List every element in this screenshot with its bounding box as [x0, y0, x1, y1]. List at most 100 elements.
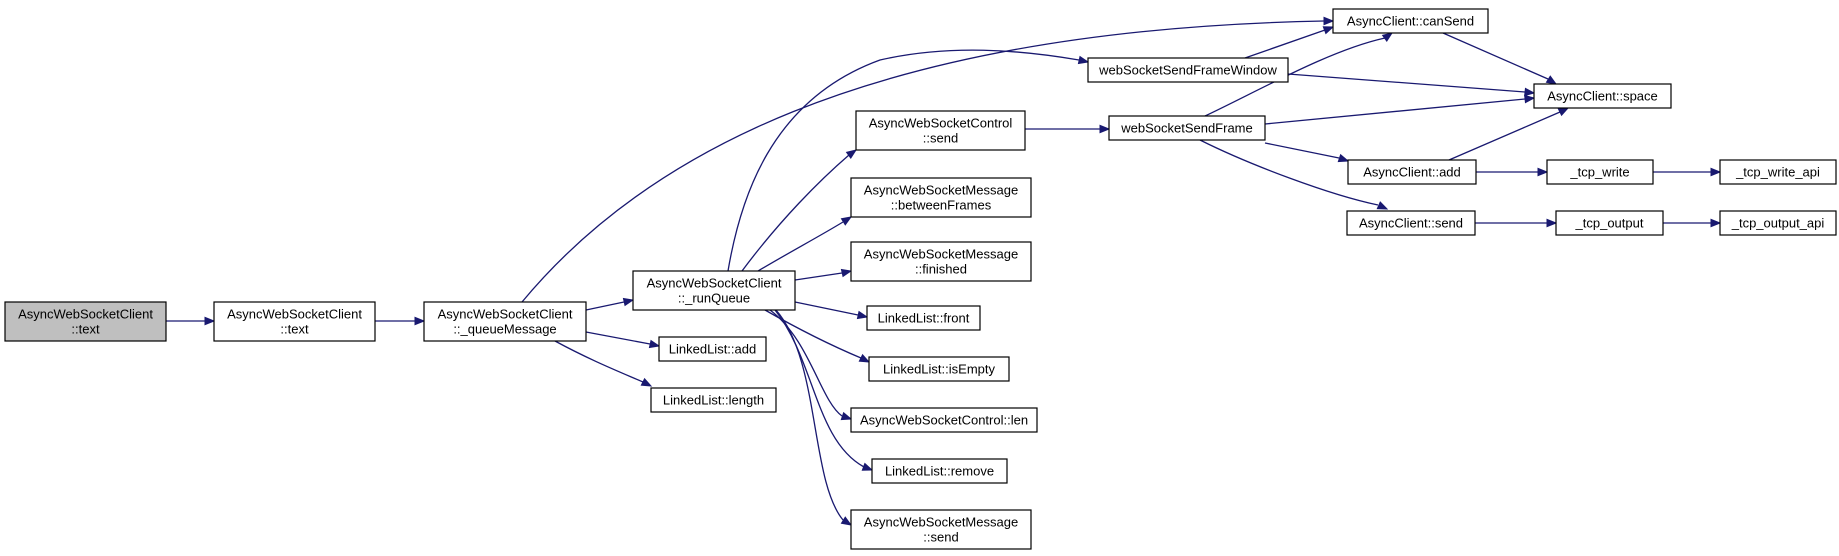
node-sendFrameWindow[interactable]: webSocketSendFrameWindow: [1087, 57, 1289, 83]
node-label-line: webSocketSendFrameWindow: [1098, 63, 1277, 78]
node-label-line: ::text: [71, 322, 100, 337]
node-box: [1332, 8, 1489, 34]
edge-runQueue-to-llRemove: [774, 309, 874, 471]
node-label-line: LinkedList::front: [878, 311, 970, 326]
node-label-line: ::send: [923, 530, 958, 545]
node-box: [1555, 210, 1664, 236]
node-box: [1108, 115, 1266, 141]
edge-acAdd-to-tcpWrite: [1476, 167, 1549, 177]
node-label-line: _tcp_output: [1575, 216, 1644, 231]
edge-queueMessage-to-runQueue: [585, 297, 635, 311]
node-betweenFrames[interactable]: AsyncWebSocketMessage::betweenFrames: [850, 177, 1032, 218]
node-box: [1087, 57, 1289, 83]
edges-layer: [166, 16, 1722, 526]
node-label-line: AsyncWebSocketClient: [18, 307, 153, 322]
node-llAdd[interactable]: LinkedList::add: [658, 336, 767, 362]
node-llRemove[interactable]: LinkedList::remove: [871, 458, 1008, 484]
node-box: [1347, 159, 1477, 185]
node-box: [1546, 159, 1654, 185]
edge-canSend-to-space: [1442, 32, 1558, 85]
node-label-line: AsyncClient::canSend: [1347, 14, 1474, 29]
edge-acAdd-to-space: [1448, 107, 1570, 161]
node-label-line: ::_queueMessage: [453, 322, 556, 337]
node-label-line: AsyncWebSocketClient: [227, 307, 362, 322]
node-box: [658, 336, 767, 362]
node-label-line: AsyncWebSocketClient: [647, 276, 782, 291]
node-ctrlSend[interactable]: AsyncWebSocketControl::send: [855, 110, 1026, 151]
node-finished[interactable]: AsyncWebSocketMessage::finished: [850, 241, 1032, 282]
node-acAdd[interactable]: AsyncClient::add: [1347, 159, 1477, 185]
node-label-line: AsyncClient::send: [1359, 216, 1463, 231]
node-label-line: LinkedList::isEmpty: [883, 362, 995, 377]
edge-sendFrame-to-acAdd: [1264, 142, 1350, 163]
node-label-line: webSocketSendFrame: [1120, 121, 1253, 136]
edge-runQueue-to-ctrlLen: [769, 309, 853, 421]
node-label-line: _tcp_write_api: [1735, 165, 1820, 180]
node-label-line: LinkedList::remove: [885, 464, 994, 479]
edge-runQueue-to-finished: [794, 268, 853, 281]
edge-sendFrame-to-acSend: [1199, 139, 1389, 210]
node-llFront[interactable]: LinkedList::front: [866, 305, 981, 331]
edge-runQueue-to-msgSend: [775, 309, 853, 526]
edge-tcpWrite-to-tcpWriteApi: [1653, 167, 1722, 177]
node-root: AsyncWebSocketClient::text: [4, 301, 167, 342]
node-box: [4, 301, 167, 342]
edge-sendFrameWindow-to-space: [1287, 73, 1536, 97]
edge-text-to-queueMessage: [375, 316, 426, 326]
node-box: [868, 356, 1010, 382]
node-queueMessage[interactable]: AsyncWebSocketClient::_queueMessage: [423, 301, 587, 342]
node-label-line: LinkedList::add: [669, 342, 756, 357]
node-runQueue[interactable]: AsyncWebSocketClient::_runQueue: [632, 270, 796, 311]
edge-root-to-text: [166, 316, 216, 326]
edge-sendFrameWindow-to-canSend: [1244, 26, 1335, 59]
node-tcpOutput[interactable]: _tcp_output: [1555, 210, 1664, 236]
node-box: [213, 301, 376, 342]
edge-ctrlSend-to-sendFrame: [1025, 124, 1111, 134]
node-box: [866, 305, 981, 331]
node-msgSend[interactable]: AsyncWebSocketMessage::send: [850, 509, 1032, 550]
edge-runQueue-to-sendFrameWindow: [727, 49, 1090, 272]
node-box: [871, 458, 1008, 484]
node-llLength[interactable]: LinkedList::length: [650, 387, 777, 413]
nodes-layer: AsyncWebSocketClient::textAsyncWebSocket…: [4, 8, 1837, 550]
node-box: [650, 387, 777, 413]
edge-queueMessage-to-llAdd: [585, 331, 661, 349]
node-label-line: AsyncWebSocketMessage: [864, 183, 1018, 198]
node-box: [850, 509, 1032, 550]
node-tcpWrite[interactable]: _tcp_write: [1546, 159, 1654, 185]
node-box: [1719, 210, 1837, 236]
node-canSend[interactable]: AsyncClient::canSend: [1332, 8, 1489, 34]
edge-runQueue-to-ctrlSend: [741, 149, 858, 272]
node-label-line: LinkedList::length: [663, 393, 764, 408]
node-label-line: ::_runQueue: [678, 291, 750, 306]
node-llIsEmpty[interactable]: LinkedList::isEmpty: [868, 356, 1010, 382]
node-label-line: AsyncWebSocketClient: [438, 307, 573, 322]
node-label-line: AsyncWebSocketMessage: [864, 247, 1018, 262]
node-tcpOutputApi[interactable]: _tcp_output_api: [1719, 210, 1837, 236]
node-label-line: AsyncClient::add: [1363, 165, 1461, 180]
node-label-line: AsyncWebSocketControl::len: [860, 413, 1028, 428]
edge-runQueue-to-llIsEmpty: [764, 309, 871, 363]
edge-runQueue-to-llFront: [794, 301, 869, 320]
node-label-line: ::text: [280, 322, 309, 337]
node-text[interactable]: AsyncWebSocketClient::text: [213, 301, 376, 342]
edge-sendFrame-to-space: [1264, 94, 1536, 125]
node-sendFrame[interactable]: webSocketSendFrame: [1108, 115, 1266, 141]
edge-runQueue-to-betweenFrames: [757, 216, 853, 272]
node-label-line: ::betweenFrames: [891, 198, 992, 213]
edge-sendFrame-to-canSend: [1204, 32, 1394, 117]
edge-queueMessage-to-llLength: [554, 340, 653, 387]
node-space[interactable]: AsyncClient::space: [1533, 83, 1672, 109]
node-box: [1719, 159, 1837, 185]
node-label-line: AsyncWebSocketMessage: [864, 515, 1018, 530]
node-acSend[interactable]: AsyncClient::send: [1346, 210, 1476, 236]
node-box: [850, 241, 1032, 282]
node-label-line: _tcp_write: [1569, 165, 1629, 180]
node-tcpWriteApi[interactable]: _tcp_write_api: [1719, 159, 1837, 185]
node-box: [1346, 210, 1476, 236]
node-label-line: AsyncWebSocketControl: [869, 116, 1013, 131]
node-box: [850, 407, 1038, 433]
node-label-line: _tcp_output_api: [1731, 216, 1825, 231]
node-ctrlLen[interactable]: AsyncWebSocketControl::len: [850, 407, 1038, 433]
